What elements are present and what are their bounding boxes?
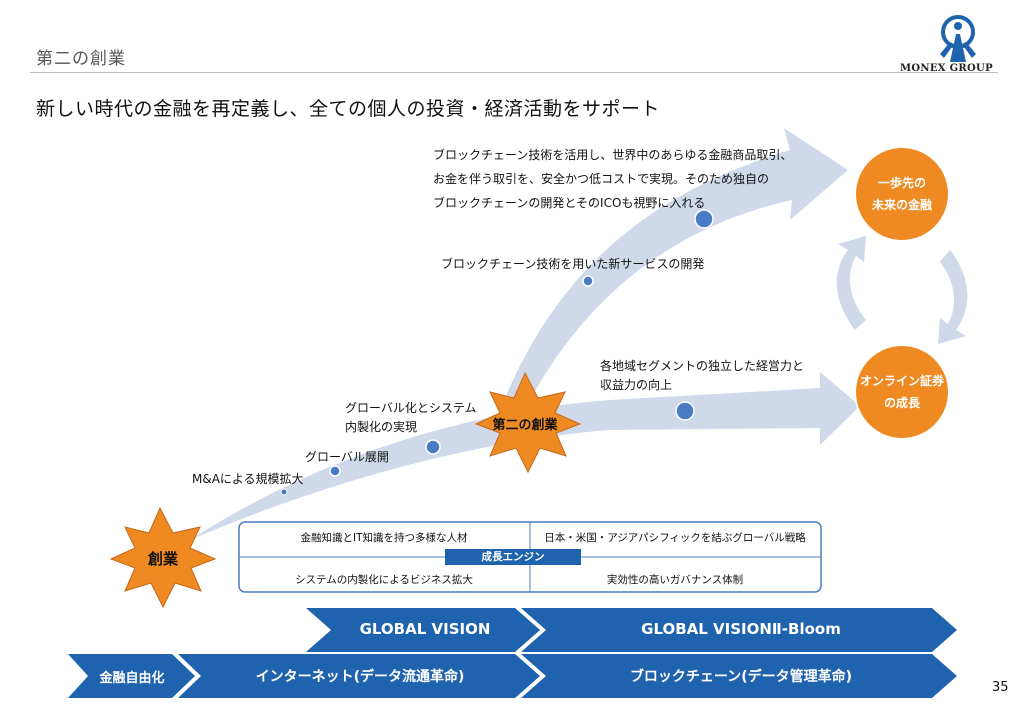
founding-label: 創業 [147, 550, 178, 568]
vision-2-label: GLOBAL VISIONⅡ-Bloom [641, 620, 841, 638]
second-founding-burst [474, 371, 582, 474]
goal-line: 一歩先の [877, 176, 926, 190]
note-line: ブロックチェーンの開発とそのICOも視野に入れる [433, 196, 706, 210]
vision-1-chevron [306, 608, 540, 652]
milestone-dot [675, 401, 695, 421]
blockchain-note: ブロックチェーン技術を活用し、世界中のあらゆる金融商品取引、 お金を伴う取引を、… [433, 143, 792, 215]
milestone-global-expansion: グローバル展開 [305, 450, 389, 464]
cycle-arrow-right [938, 250, 968, 344]
engine-talent: 金融知識とIT知識を持つ多様な人材 [300, 532, 468, 544]
headline: 新しい時代の金融を再定義し、全ての個人の投資・経済活動をサポート [36, 98, 661, 120]
goal-line: オンライン証券 [859, 374, 944, 388]
milestone-line: グローバル化とシステム [345, 401, 477, 415]
monex-group-logo-text: MONEX GROUP [900, 63, 993, 74]
cycle-arrow-left [836, 236, 866, 330]
founding-burst [109, 506, 217, 609]
goal-future-finance-label: 一歩先の 未来の金融 [854, 172, 950, 216]
milestone-regional-segments: 各地域セグメントの独立した経営力と 収益力の向上 [600, 357, 804, 395]
milestone-dot [694, 209, 714, 229]
goal-line: 未来の金融 [871, 198, 932, 212]
vision-2-chevron [521, 608, 957, 652]
era-3-chevron [521, 654, 957, 698]
goal-circle-future-finance [854, 146, 950, 242]
goal-line: の成長 [883, 396, 920, 410]
milestone-dot [425, 439, 441, 455]
vision-1-label: GLOBAL VISION [359, 620, 491, 638]
page-number: 35 [992, 680, 1009, 695]
upper-growth-arrow [500, 128, 848, 410]
section-title: 第二の創業 [36, 49, 126, 69]
goal-online-securities-label: オンライン証券 の成長 [854, 370, 950, 414]
milestone-globalization-system: グローバル化とシステム 内製化の実現 [345, 399, 477, 437]
milestone-line: 各地域セグメントの独立した経営力と [600, 359, 805, 373]
goal-circle-online-securities [854, 344, 950, 440]
era-2-chevron [178, 654, 540, 698]
growth-engine-label: 成長エンジン [445, 549, 581, 565]
engine-global-strategy: 日本・米国・アジアパシフィックを結ぶグローバル戦略 [544, 532, 806, 544]
header-divider [30, 72, 998, 73]
engine-governance: 実効性の高いガバナンス体制 [606, 574, 744, 586]
milestone-dot [582, 275, 594, 287]
engine-insourcing: システムの内製化によるビジネス拡大 [295, 574, 473, 586]
milestone-dot [329, 465, 341, 477]
note-line: ブロックチェーン技術を活用し、世界中のあらゆる金融商品取引、 [433, 148, 793, 162]
milestone-ma-scale: M&Aによる規模拡大 [192, 472, 304, 486]
era-1-chevron [68, 654, 195, 698]
era-2-label: インターネット(データ流通革命) [255, 669, 465, 685]
note-line: お金を伴う取引を、安全かつ低コストで実現。そのため独自の [433, 172, 770, 186]
milestone-dot [280, 488, 288, 496]
milestone-line: 内製化の実現 [345, 420, 418, 434]
era-3-label: ブロックチェーン(データ管理革命) [629, 669, 853, 685]
monex-logo-icon [940, 15, 976, 62]
milestone-line: 収益力の向上 [600, 378, 673, 392]
milestone-blockchain-service: ブロックチェーン技術を用いた新サービスの開発 [441, 257, 705, 271]
era-1-label: 金融自由化 [99, 671, 165, 686]
second-founding-label: 第二の創業 [492, 418, 558, 433]
